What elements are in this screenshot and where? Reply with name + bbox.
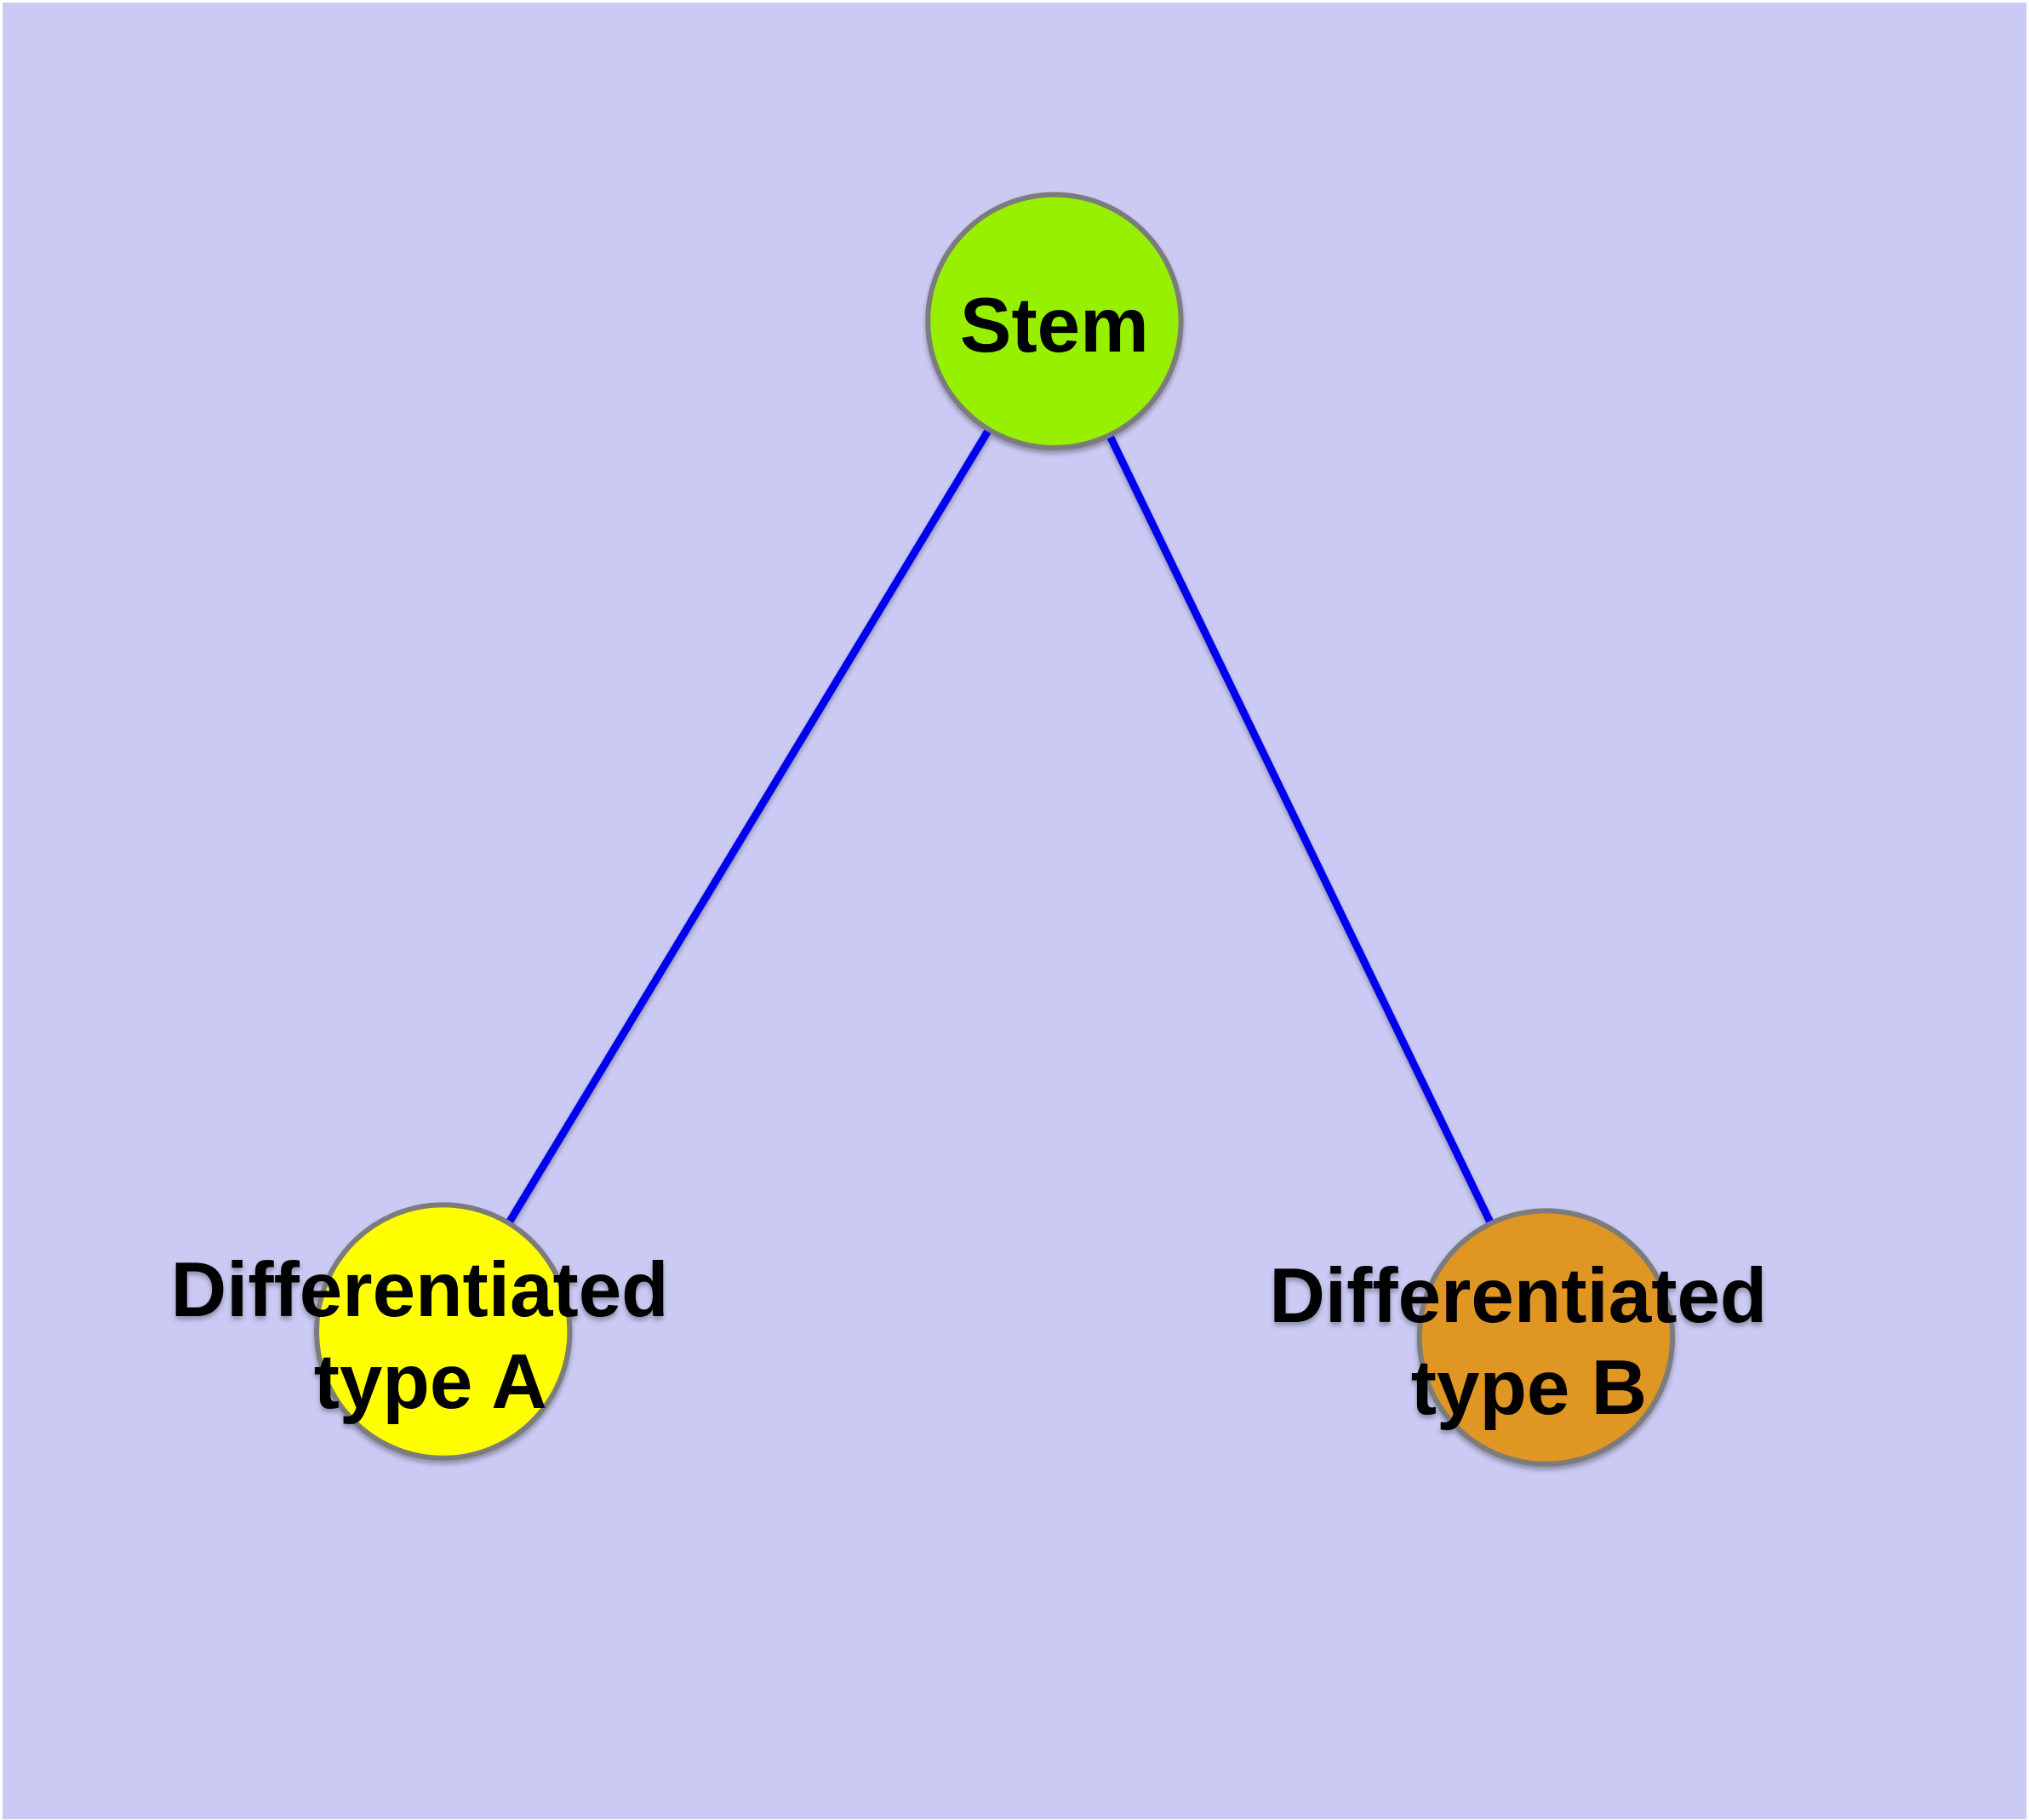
differentiated-type-b-node-circle bbox=[1416, 1208, 1676, 1467]
edge-stem-to-differentiated-type-a bbox=[439, 318, 1058, 1334]
node-differentiated-type-a[interactable]: Differentiated type A bbox=[171, 1202, 690, 1461]
edges-layer bbox=[439, 318, 1550, 1340]
differentiated-type-b-label-line-2: type B bbox=[1411, 1345, 1647, 1431]
differentiated-type-a-label-line-2: type A bbox=[314, 1339, 547, 1425]
differentiated-type-b-label-line-1: Differentiated bbox=[1269, 1253, 1767, 1339]
node-stem[interactable]: Stem bbox=[925, 192, 1184, 451]
stem-node-label-line: Stem bbox=[960, 283, 1149, 369]
differentiated-type-a-label-line-1: Differentiated bbox=[171, 1247, 669, 1333]
graph-canvas: Stem Differentiated type A Differentiate… bbox=[171, 192, 1788, 1467]
graph-canvas-background: Stem Differentiated type A Differentiate… bbox=[3, 3, 2026, 1819]
stem-node-label: Stem bbox=[960, 283, 1149, 369]
edge-stem-to-differentiated-type-b bbox=[1050, 319, 1550, 1340]
differentiated-type-a-node-label: Differentiated type A bbox=[171, 1247, 690, 1425]
differentiated-type-b-node-label: Differentiated type B bbox=[1269, 1253, 1788, 1431]
stem-node-circle bbox=[925, 192, 1184, 451]
node-differentiated-type-b[interactable]: Differentiated type B bbox=[1269, 1208, 1788, 1467]
differentiated-type-a-node-circle bbox=[314, 1202, 573, 1461]
